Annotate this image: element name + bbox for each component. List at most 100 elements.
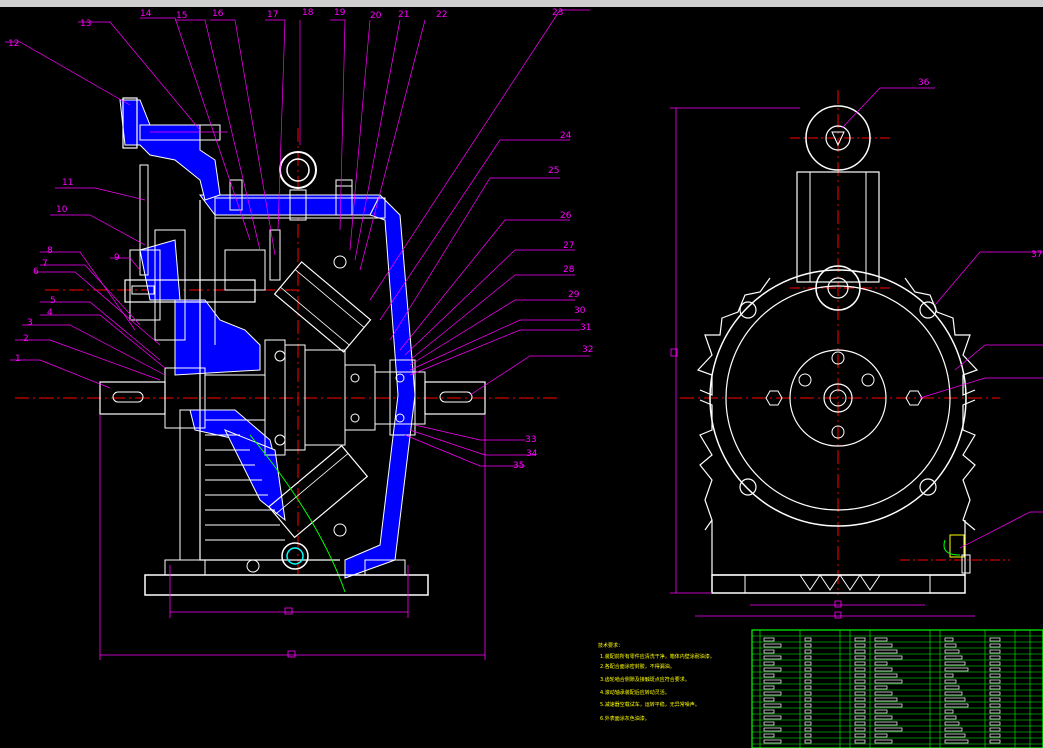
table-cell-mark	[874, 709, 888, 714]
note-2: 2.各配合面涂密封胶，不得漏油。	[600, 663, 675, 670]
label-24: 24	[560, 131, 572, 141]
label-9: 9	[114, 253, 120, 263]
table-cell-mark	[874, 697, 898, 702]
table-cell-mark	[854, 661, 866, 666]
table-cell-mark	[854, 667, 866, 672]
table-cell-mark	[944, 697, 966, 702]
input-shaft	[99, 381, 166, 415]
table-cell-mark	[989, 727, 1001, 732]
label-11: 11	[62, 178, 73, 188]
motor-housing-outer	[709, 269, 967, 527]
table-cell-mark	[989, 739, 1001, 744]
table-cell-mark	[989, 721, 1001, 726]
window-top-strip	[0, 0, 1043, 7]
table-cell-mark	[854, 679, 866, 684]
table-cell-mark	[804, 733, 812, 738]
label-19: 19	[334, 8, 346, 18]
table-cell-mark	[763, 703, 782, 708]
table-cell-mark	[944, 691, 963, 696]
table-cell-mark	[763, 637, 775, 642]
table-cell-mark	[854, 739, 866, 744]
table-cell-mark	[989, 685, 1001, 690]
table-cell-mark	[804, 643, 812, 648]
table-cell-mark	[763, 673, 775, 678]
label-31: 31	[580, 323, 591, 333]
table-cell-mark	[944, 667, 969, 672]
table-cell-mark	[763, 739, 782, 744]
table-cell-mark	[854, 691, 866, 696]
housing-section-left	[174, 299, 261, 376]
housing-section-right	[344, 194, 416, 579]
technical-notes: 技术要求： 1.装配前所有零件应清洗干净，箱体内壁涂耐油漆。 2.各配合面涂密封…	[598, 642, 715, 722]
label-2: 2	[23, 334, 29, 344]
table-cell-mark	[854, 637, 866, 642]
label-5: 5	[50, 296, 56, 306]
label-3: 3	[27, 318, 33, 328]
notes-title: 技术要求：	[598, 642, 623, 649]
table-cell-mark	[944, 649, 960, 654]
label-20: 20	[370, 11, 382, 21]
table-cell-mark	[804, 673, 812, 678]
note-1: 1.装配前所有零件应清洗干净，箱体内壁涂耐油漆。	[600, 653, 715, 660]
table-cell-mark	[874, 733, 888, 738]
table-cell-mark	[804, 685, 812, 690]
table-cell-mark	[989, 715, 1001, 720]
label-27: 27	[563, 241, 574, 251]
table-cell-mark	[874, 691, 893, 696]
table-cell-mark	[874, 721, 898, 726]
table-cell-mark	[989, 667, 1001, 672]
table-cell-mark	[989, 649, 1001, 654]
table-cell-mark	[944, 679, 957, 684]
table-cell-mark	[854, 697, 866, 702]
base-plate	[144, 574, 429, 596]
table-cell-mark	[854, 721, 866, 726]
table-cell-mark	[854, 673, 866, 678]
table-cell-mark	[874, 739, 893, 744]
table-cell-mark	[854, 715, 866, 720]
table-cell-mark	[763, 685, 775, 690]
label-33: 33	[525, 435, 536, 445]
table-cell-mark	[854, 643, 866, 648]
table-cell-mark	[874, 703, 903, 708]
table-cell-mark	[874, 679, 903, 684]
label-10: 10	[56, 205, 68, 215]
table-cell-mark	[804, 703, 812, 708]
table-cell-mark	[989, 691, 1001, 696]
label-16: 16	[212, 9, 224, 19]
label-18: 18	[302, 8, 314, 18]
table-cell-mark	[804, 721, 812, 726]
table-cell-mark	[944, 685, 960, 690]
cad-drawing-canvas[interactable]: 1 2 3 4 5 6 7 8 9 10 11 12 13 14 15 16 1…	[0, 7, 1043, 748]
table-cell-mark	[944, 703, 969, 708]
label-23: 23	[552, 8, 563, 18]
section-labels: 1 2 3 4 5 6 7 8 9 10 11 12 13 14 15 16 1…	[8, 8, 593, 471]
label-36: 36	[918, 78, 930, 88]
table-cell-mark	[874, 643, 893, 648]
table-cell-mark	[763, 721, 775, 726]
table-cell-mark	[989, 643, 1001, 648]
table-cell-mark	[804, 661, 812, 666]
table-cell-mark	[763, 727, 782, 732]
label-30: 30	[574, 306, 586, 316]
table-cell-mark	[944, 643, 957, 648]
table-cell-mark	[989, 733, 1001, 738]
table-cell-mark	[944, 709, 954, 714]
table-cell-mark	[944, 733, 966, 738]
table-cell-mark	[763, 661, 775, 666]
table-cell-mark	[763, 691, 782, 696]
table-cell-mark	[763, 649, 775, 654]
table-cell-mark	[874, 673, 898, 678]
table-cell-mark	[874, 715, 893, 720]
table-cell-mark	[804, 667, 812, 672]
note-5: 5.减速器空载试车，运转平稳，无异常噪声。	[600, 701, 700, 708]
label-28: 28	[563, 265, 575, 275]
section-view	[15, 97, 560, 660]
table-cell-mark	[804, 739, 812, 744]
table-cell-mark	[874, 655, 903, 660]
table-cell-mark	[763, 715, 782, 720]
table-cell-mark	[944, 637, 954, 642]
table-cell-mark	[874, 661, 888, 666]
table-cell-mark	[763, 643, 782, 648]
table-cell-mark	[989, 703, 1001, 708]
table-cell-mark	[874, 649, 898, 654]
